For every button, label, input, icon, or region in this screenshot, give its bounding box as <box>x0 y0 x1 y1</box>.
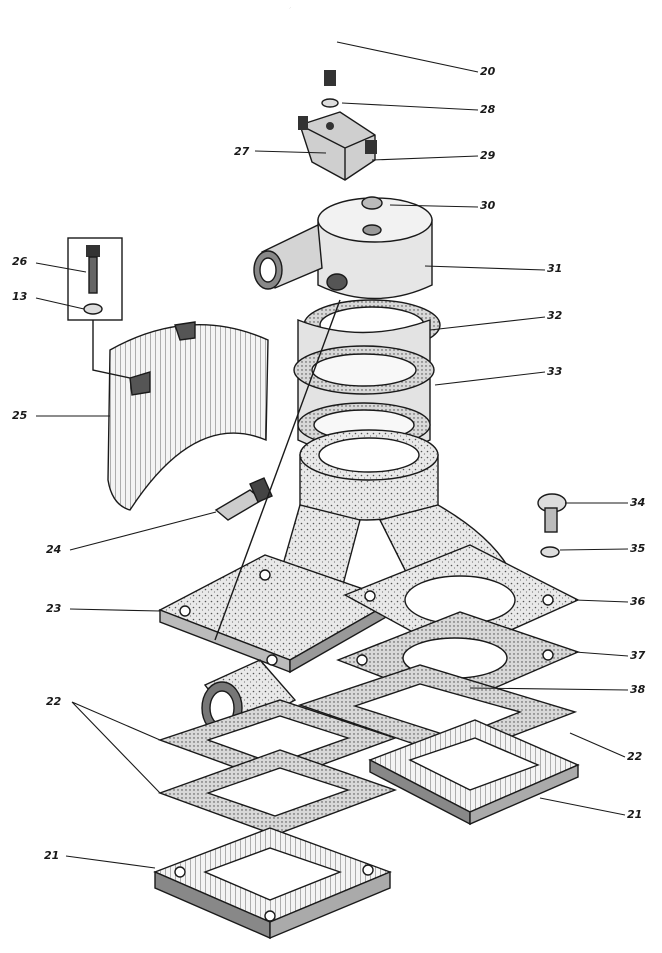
part-30-31-top-cylinder <box>253 196 433 300</box>
part-24-fitting <box>214 477 273 521</box>
part-34-bolt <box>537 493 567 533</box>
callout-33: 33 <box>547 365 563 378</box>
callout-25: 25 <box>12 409 28 422</box>
callout-30: 30 <box>480 199 496 212</box>
callout-21-right: 21 <box>627 808 643 821</box>
leader-lines <box>35 41 629 869</box>
callout-36: 36 <box>630 595 646 608</box>
callout-32: 32 <box>547 309 563 322</box>
part-20-bent-pipe <box>289 6 336 86</box>
part-35-washer <box>540 546 560 558</box>
part-21-bottom-frame <box>153 827 392 940</box>
callout-31: 31 <box>547 262 563 275</box>
callout-22-right: 22 <box>627 750 643 763</box>
callout-13: 13 <box>12 290 28 303</box>
callout-35: 35 <box>630 542 646 555</box>
callout-27: 27 <box>234 145 250 158</box>
callout-28: 28 <box>480 103 496 116</box>
part-22-left-gaskets <box>157 699 398 836</box>
part-28-washer <box>321 98 339 108</box>
callout-22-left: 22 <box>46 695 62 708</box>
part-26-bolt-box <box>67 237 131 379</box>
callout-29: 29 <box>480 149 496 162</box>
callout-38: 38 <box>630 683 646 696</box>
callout-37: 37 <box>630 649 646 662</box>
callout-21-left: 21 <box>44 849 60 862</box>
callout-23: 23 <box>46 602 62 615</box>
callout-20: 20 <box>480 65 496 78</box>
part-25-shield <box>107 321 269 511</box>
part-29-valve-block <box>298 111 377 181</box>
callout-26: 26 <box>12 255 28 268</box>
callout-34: 34 <box>630 496 646 509</box>
callout-24: 24 <box>46 543 62 556</box>
part-21-right-frame <box>368 719 580 826</box>
